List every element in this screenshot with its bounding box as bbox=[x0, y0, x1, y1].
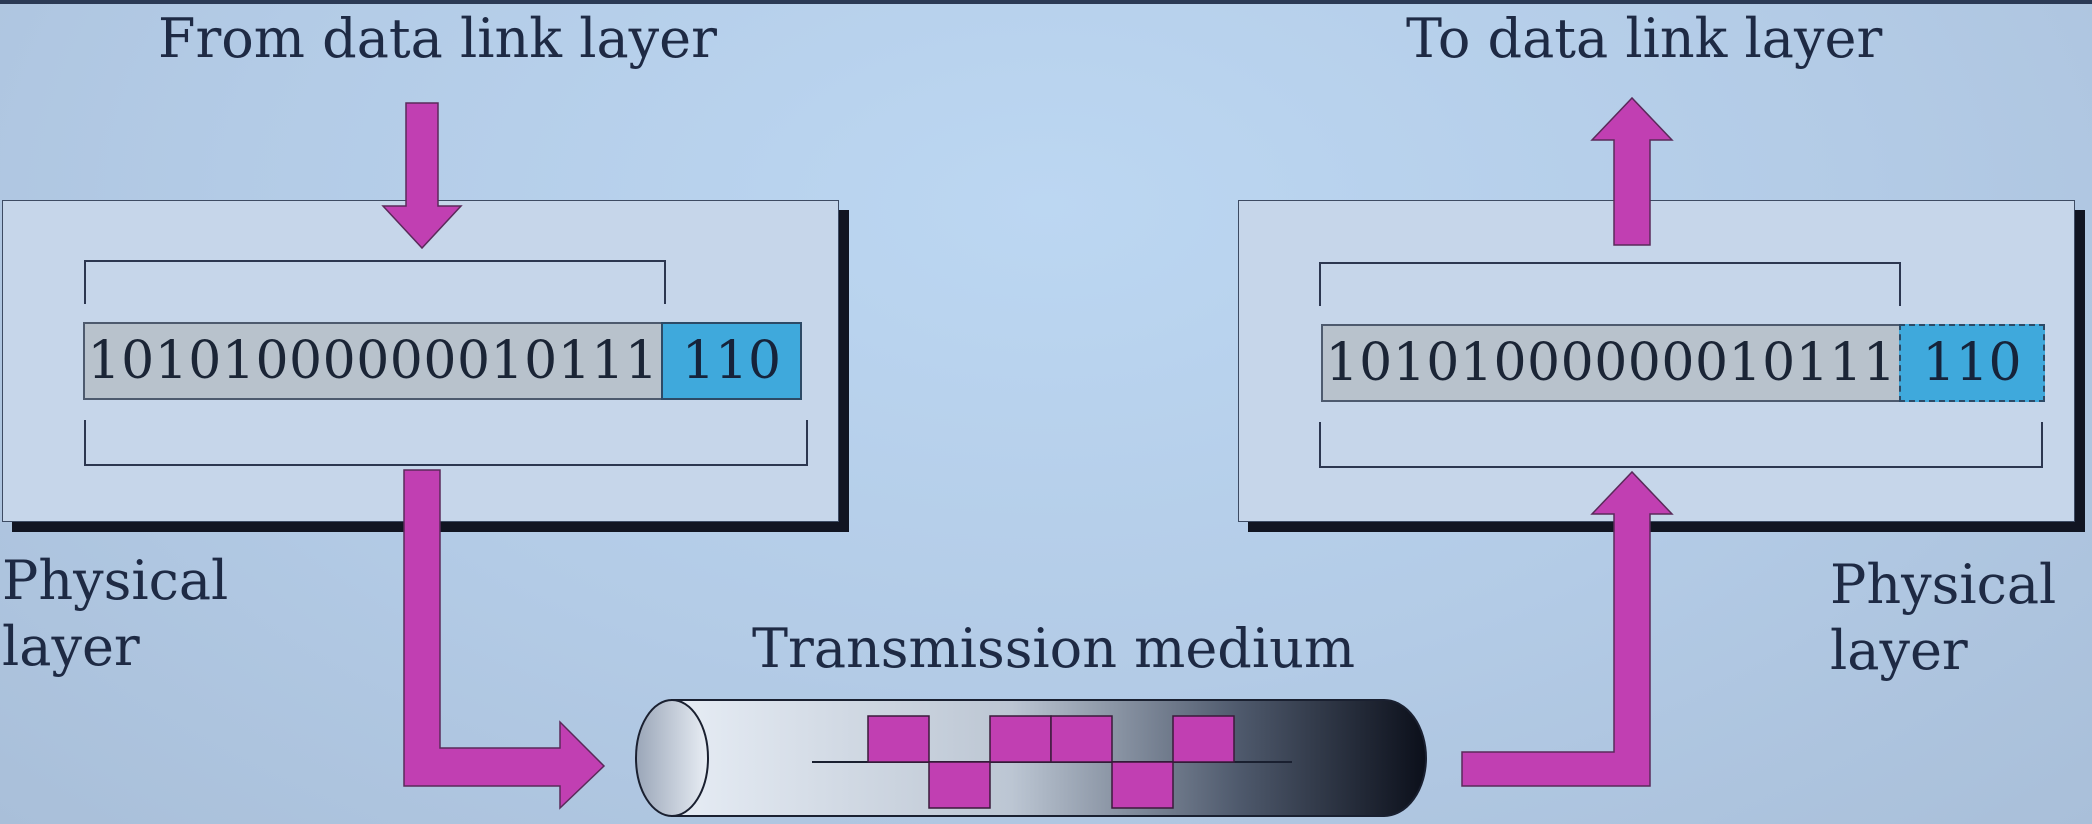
top-border bbox=[0, 0, 2092, 4]
receiver-output-label: To data link layer bbox=[1406, 7, 1883, 70]
medium-to-receiver-arrow bbox=[1461, 470, 1674, 787]
sender-top-bracket bbox=[84, 260, 666, 304]
sender-physical-layer-label: Physical layer bbox=[2, 549, 229, 678]
cable-end-cap bbox=[635, 699, 709, 817]
digital-signal bbox=[867, 715, 1235, 809]
signal-pulse-high bbox=[1050, 715, 1113, 763]
receiver-data-bits: 10101000000010111 bbox=[1321, 324, 1901, 402]
receiver-physical-layer-label: Physical layer bbox=[1830, 553, 2057, 682]
receiver-output-arrow bbox=[1590, 96, 1674, 246]
receiver-top-bracket bbox=[1319, 262, 1901, 306]
signal-pulse-high bbox=[1172, 715, 1235, 763]
signal-pulse-low bbox=[928, 761, 991, 809]
signal-pulse-high bbox=[989, 715, 1052, 763]
signal-pulse-low bbox=[1111, 761, 1174, 809]
transmission-medium-label: Transmission medium bbox=[752, 617, 1356, 680]
sender-to-medium-arrow bbox=[403, 469, 606, 810]
receiver-bottom-bracket bbox=[1319, 422, 2043, 468]
sender-data-bits: 10101000000010111 bbox=[83, 322, 663, 400]
sender-bottom-bracket bbox=[84, 420, 808, 466]
sender-crc-bits: 110 bbox=[661, 322, 802, 400]
signal-pulse-high bbox=[867, 715, 930, 763]
sender-input-arrow bbox=[381, 102, 463, 250]
sender-input-label: From data link layer bbox=[158, 7, 717, 70]
receiver-crc-bits: 110 bbox=[1899, 324, 2045, 402]
